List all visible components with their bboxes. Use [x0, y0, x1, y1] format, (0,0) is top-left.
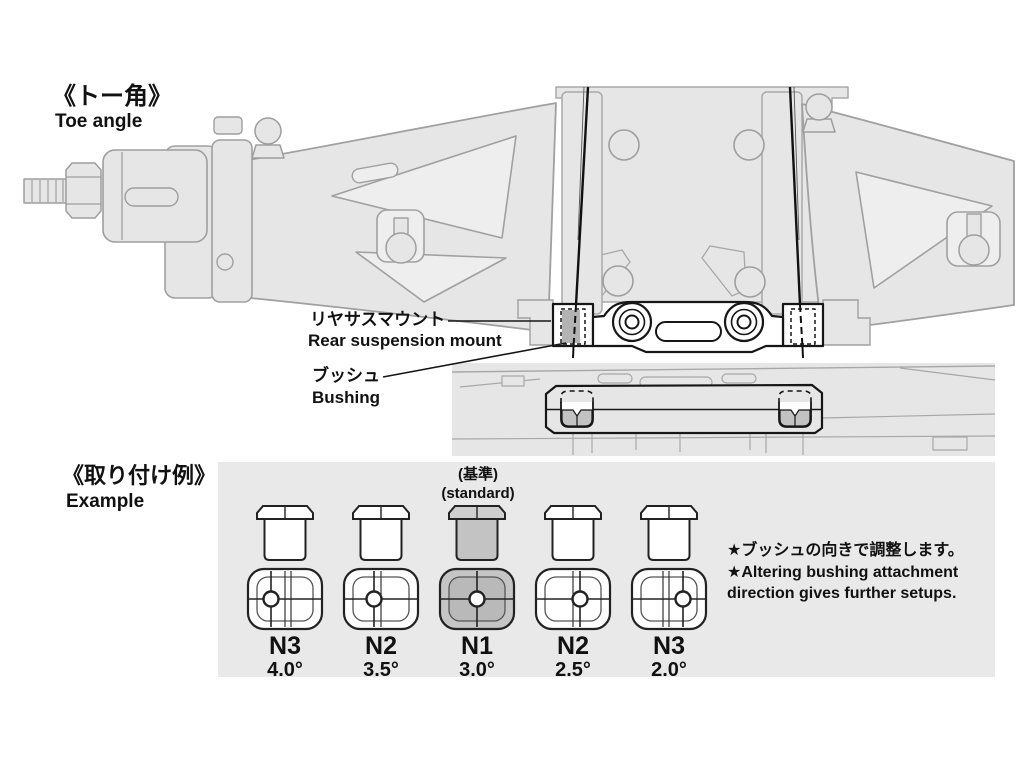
note-line-en2: direction gives further setups.	[727, 585, 957, 602]
label-rear-mount-en: Rear suspension mount	[308, 331, 502, 350]
bushing-option-n2-25deg: N2 2.5°	[525, 503, 621, 681]
rear-view-bushing-right	[778, 390, 812, 428]
toe-angle-title-jp: 《トー角》	[52, 83, 172, 110]
note-line-en1: ★Altering bushing attachment	[727, 563, 959, 581]
leader-lines	[382, 320, 567, 378]
bushing-angle: 2.5°	[555, 659, 591, 681]
example-heading-jp: 《取り付け例》	[62, 463, 217, 488]
bushing-code: N2	[365, 632, 397, 660]
label-rear-mount-jp: リヤサスマウント	[310, 310, 446, 329]
bushing-glyph	[534, 505, 612, 631]
bushing-option-n3-2deg: N3 2.0°	[621, 503, 717, 681]
suspension-arm-left	[247, 102, 557, 333]
bushing-option-n1-standard: N1 3.0°	[429, 503, 525, 681]
drive-cup	[102, 149, 208, 243]
bushing-angle: 3.0°	[459, 659, 495, 681]
example-heading-en: Example	[66, 491, 145, 512]
bushing-code: N3	[653, 632, 685, 660]
bushing-glyph	[630, 505, 708, 631]
wheel-axle-assembly	[23, 116, 285, 303]
ball-stud-left	[254, 117, 282, 145]
bushing-angle: 4.0°	[267, 659, 303, 681]
bushing-glyph	[438, 505, 516, 631]
bushing-note: ★ブッシュの向きで調整します。 ★Altering bushing attach…	[727, 540, 964, 605]
example-panel: (基準) (standard) N3 4.0°	[218, 462, 995, 681]
rear-view-mount	[544, 383, 824, 435]
bushing-code: N2	[557, 632, 589, 660]
bushing-option-n2-35deg: N2 3.5°	[333, 503, 429, 681]
suspension-arm-right	[801, 93, 1015, 332]
hinge-pin-right	[788, 86, 804, 359]
hex-nut	[65, 162, 102, 219]
bushing-code: N3	[269, 632, 301, 660]
hinge-pin-left	[572, 86, 590, 359]
note-line-jp: ★ブッシュの向きで調整します。	[727, 542, 964, 559]
threaded-axle	[23, 178, 69, 204]
bushing-angle: 2.0°	[651, 659, 687, 681]
ball-stud-right	[805, 93, 833, 121]
standard-label-en: (standard)	[441, 485, 515, 502]
rear-suspension-mount	[551, 300, 825, 354]
label-bushing-jp: ブッシュ	[312, 366, 380, 385]
rear-view-bushing-left	[560, 390, 594, 428]
bushing-code: N1	[461, 632, 493, 660]
bushing-glyph	[342, 505, 420, 631]
mount-bushing-left	[562, 310, 580, 343]
bushing-option-n3-4deg: N3 4.0°	[237, 503, 333, 681]
standard-label-jp: (基準)	[458, 466, 498, 483]
leader-bushing	[382, 342, 567, 378]
bushing-glyph	[246, 505, 324, 631]
label-bushing-en: Bushing	[312, 388, 380, 407]
toe-angle-title-en: Toe angle	[55, 111, 143, 132]
bushing-angle: 3.5°	[363, 659, 399, 681]
